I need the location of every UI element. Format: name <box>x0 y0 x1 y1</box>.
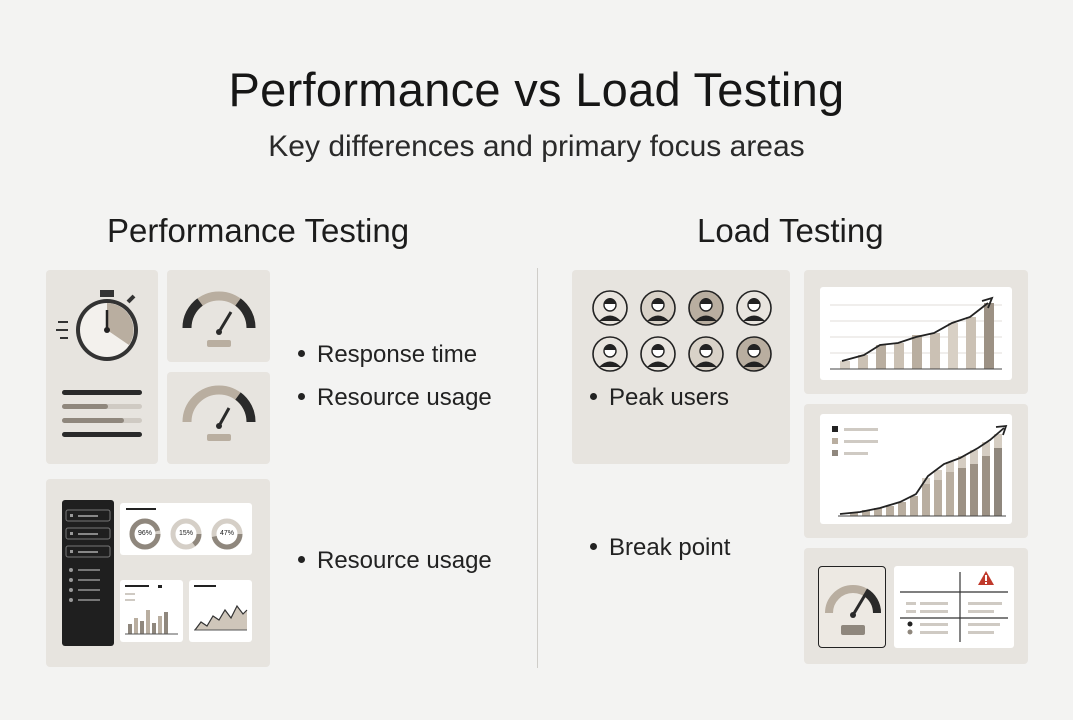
break-point-panel <box>804 548 1028 664</box>
gauge-icon <box>182 385 256 441</box>
bullet-resource-usage-dashboard: Resource usage <box>298 547 492 575</box>
user-avatar-icon <box>736 336 772 372</box>
column-divider <box>537 268 538 668</box>
user-avatar-icon <box>592 336 628 372</box>
user-avatar-icon <box>592 290 628 326</box>
gauge-icon <box>182 291 256 347</box>
break-gauge-card <box>818 566 886 648</box>
user-avatar-icon <box>688 336 724 372</box>
bullet-break-point: Break point <box>590 534 730 562</box>
load-testing-heading: Load Testing <box>697 212 884 249</box>
bullet-resource-usage: Resource usage <box>298 384 492 412</box>
gauge-panel-bottom <box>167 372 270 464</box>
growth-chart-panel-middle <box>804 404 1028 538</box>
dashboard-panel: 96% 15% 47% <box>46 479 270 667</box>
growth-chart-panel-top <box>804 270 1028 394</box>
donut-label: 96% <box>137 530 152 537</box>
dashboard-sidebar <box>62 500 114 646</box>
page-subtitle: Key differences and primary focus areas <box>268 130 805 163</box>
user-avatar-icon <box>688 290 724 326</box>
area-chart-card <box>189 580 252 642</box>
donut-label: 15% <box>178 530 193 537</box>
stopwatch-panel <box>46 270 158 464</box>
user-avatar-icon <box>736 290 772 326</box>
bullet-peak-users: Peak users <box>590 384 729 412</box>
performance-testing-heading: Performance Testing <box>107 212 410 249</box>
bullet-response-time: Response time <box>298 341 477 369</box>
user-avatars-grid <box>592 290 772 372</box>
donut-card: 96% 15% 47% <box>120 503 252 555</box>
rising-bar-chart <box>820 287 1012 380</box>
bar-chart-card <box>120 580 183 642</box>
page-title: Performance vs Load Testing <box>228 63 845 116</box>
break-point-table <box>894 566 1014 648</box>
users-panel <box>572 270 790 464</box>
stopwatch-icon <box>56 290 138 361</box>
donut-label: 47% <box>219 530 234 537</box>
user-avatar-icon <box>640 290 676 326</box>
stacked-growth-chart <box>820 414 1012 524</box>
gauge-panel-top <box>167 270 270 362</box>
user-avatar-icon <box>640 336 676 372</box>
gauge-icon <box>825 585 882 635</box>
